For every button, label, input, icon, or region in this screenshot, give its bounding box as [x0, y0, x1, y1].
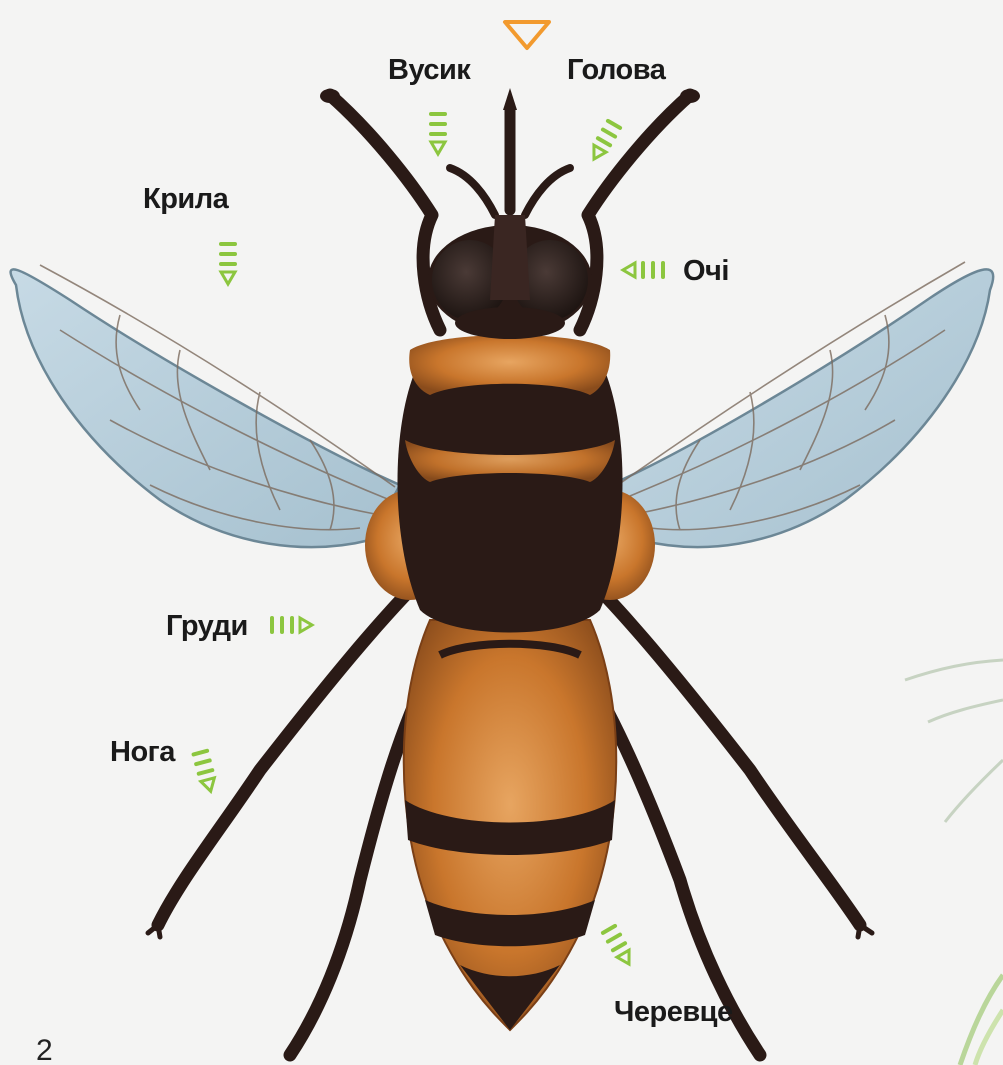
label-thorax: Груди: [166, 612, 248, 641]
page-number: 2: [36, 1036, 53, 1065]
grass-decoration: [905, 660, 1003, 1065]
head-marker-icon: [586, 118, 623, 163]
label-antenna: Вусик: [388, 56, 470, 85]
label-eyes: Очі: [683, 257, 729, 286]
abdomen-marker-icon: [600, 923, 637, 968]
head: [428, 215, 592, 339]
wings-marker-icon: [219, 242, 237, 284]
antenna-marker-icon: [429, 112, 447, 154]
label-wings: Крила: [143, 185, 228, 214]
label-leg: Нога: [110, 738, 175, 767]
left-wing: [11, 265, 400, 547]
antennae: [450, 88, 570, 215]
right-wing: [610, 262, 993, 547]
head-triangle-marker: [505, 22, 549, 48]
thorax: [365, 335, 655, 633]
label-head: Голова: [567, 56, 665, 85]
label-abdomen: Черевце: [614, 998, 733, 1027]
eyes-marker-icon: [623, 261, 665, 279]
leg-marker-icon: [191, 748, 219, 793]
thorax-marker-icon: [270, 616, 312, 634]
abdomen: [404, 620, 617, 1030]
